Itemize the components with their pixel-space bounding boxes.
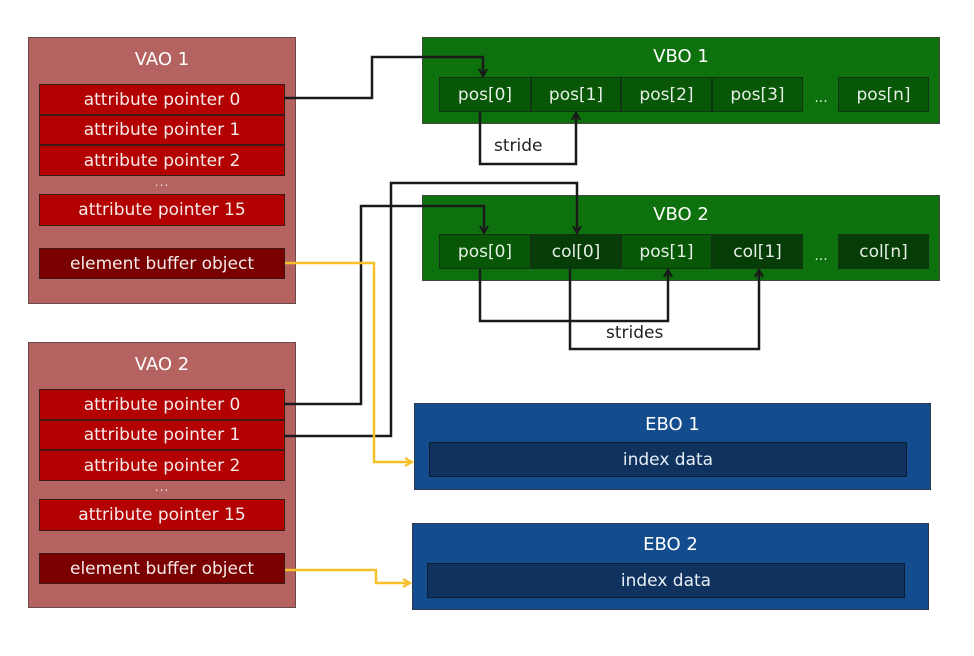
vao-1-element-buffer-object[interactable]: element buffer object bbox=[39, 248, 285, 279]
vao2-attr0-to-vbo2-pos-wire bbox=[285, 204, 484, 406]
vbo-2-cell-last[interactable]: col[n] bbox=[838, 234, 929, 269]
vbo-1-cell[interactable]: pos[3] bbox=[712, 77, 803, 112]
vao1-attr0-to-vbo1-wire bbox=[285, 55, 483, 100]
vbo-2-strides-label: strides bbox=[606, 323, 664, 343]
vbo-1-cell-last[interactable]: pos[n] bbox=[838, 77, 929, 112]
vao-1-attribute-pointer-1[interactable]: attribute pointer 1 bbox=[39, 115, 285, 145]
vbo-1-ellipsis: ... bbox=[814, 90, 828, 106]
vao-2-title: VAO 2 bbox=[134, 354, 190, 375]
vao-1-title: VAO 1 bbox=[134, 49, 190, 70]
vbo-2-cell[interactable]: col[0] bbox=[531, 234, 621, 269]
vbo-2-title: VBO 2 bbox=[653, 204, 709, 225]
vao-1-ellipsis: ... bbox=[154, 175, 170, 189]
vao1-ebo-to-ebo1-wire bbox=[285, 261, 412, 462]
vao2-attr1-to-vbo2-col-wire bbox=[285, 181, 577, 438]
vbo-2-cell[interactable]: pos[0] bbox=[439, 234, 531, 269]
ebo-1-title: EBO 1 bbox=[645, 414, 700, 435]
vao-1-attribute-pointer-0[interactable]: attribute pointer 0 bbox=[39, 84, 285, 115]
vao-2-attribute-pointer-0[interactable]: attribute pointer 0 bbox=[39, 389, 285, 420]
vbo-2-ellipsis: ... bbox=[814, 248, 828, 264]
vbo-1-cell[interactable]: pos[1] bbox=[531, 77, 621, 112]
vbo1-stride-wire bbox=[478, 112, 576, 166]
vao-1-attribute-pointer-2[interactable]: attribute pointer 2 bbox=[39, 145, 285, 176]
vao-2-attribute-pointer-2[interactable]: attribute pointer 2 bbox=[39, 450, 285, 481]
vbo2-pos-stride-wire bbox=[478, 269, 668, 323]
vao-2-attribute-pointer-1[interactable]: attribute pointer 1 bbox=[39, 420, 285, 450]
vbo2-col-stride-wire bbox=[568, 269, 759, 351]
vao2-ebo-to-ebo2-wire bbox=[285, 568, 410, 583]
ebo-2-title: EBO 2 bbox=[643, 534, 698, 555]
ebo-2-index-data[interactable]: index data bbox=[427, 563, 905, 598]
vao-1-attribute-pointer-15[interactable]: attribute pointer 15 bbox=[39, 194, 285, 226]
vbo-1-stride-label: stride bbox=[494, 136, 543, 156]
vao-2-element-buffer-object[interactable]: element buffer object bbox=[39, 553, 285, 584]
vbo-2-cell[interactable]: pos[1] bbox=[621, 234, 712, 269]
vao-2-attribute-pointer-15[interactable]: attribute pointer 15 bbox=[39, 499, 285, 531]
vao-2-ellipsis: ... bbox=[154, 480, 170, 494]
vbo-1-title: VBO 1 bbox=[653, 46, 709, 67]
vbo-1-cell[interactable]: pos[0] bbox=[439, 77, 531, 112]
ebo-1-index-data[interactable]: index data bbox=[429, 442, 907, 477]
vbo-1-cell[interactable]: pos[2] bbox=[621, 77, 712, 112]
